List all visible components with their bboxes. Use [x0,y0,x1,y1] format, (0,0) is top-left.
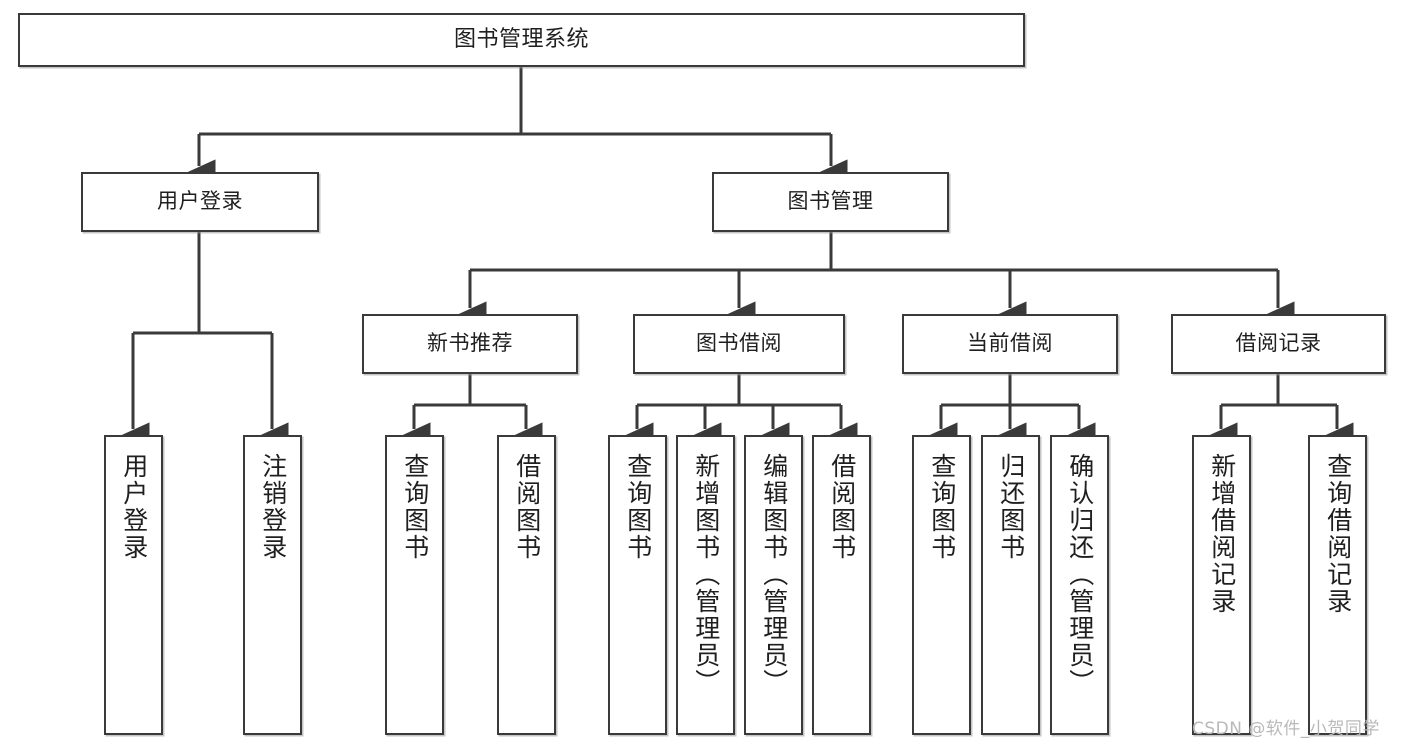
node-current-borrow-label: 当前借阅 [967,331,1053,356]
node-book-management-label: 图书管理 [787,189,874,214]
node-leaf-add-record-label: 新增借阅记录 [1207,453,1237,615]
node-leaf-add-book[interactable]: 新增图书（管理员） [676,435,735,735]
node-leaf-query-book-1[interactable]: 查询图书 [385,435,444,735]
node-user-login-label: 用户登录 [157,189,243,214]
node-book-borrow[interactable]: 图书借阅 [633,314,845,374]
node-current-borrow[interactable]: 当前借阅 [902,314,1118,374]
csdn-watermark: CSDN @软件_小贺同学 [1192,719,1380,739]
node-leaf-return-book[interactable]: 归还图书 [981,435,1040,735]
node-new-book-recommend[interactable]: 新书推荐 [362,314,578,374]
node-book-management[interactable]: 图书管理 [712,172,949,232]
node-leaf-add-book-label: 新增图书（管理员） [691,453,721,696]
node-root[interactable]: 图书管理系统 [18,13,1025,67]
node-leaf-borrow-book-2[interactable]: 借阅图书 [812,435,871,735]
node-leaf-query-book-3[interactable]: 查询图书 [912,435,971,735]
node-user-login[interactable]: 用户登录 [81,172,319,232]
node-root-label: 图书管理系统 [453,26,589,52]
node-leaf-borrow-book-1-label: 借阅图书 [512,453,542,561]
node-leaf-confirm-return-label: 确认归还（管理员） [1065,453,1095,696]
node-leaf-confirm-return[interactable]: 确认归还（管理员） [1050,435,1109,735]
node-borrow-record-label: 借阅记录 [1235,331,1322,356]
node-leaf-query-book-2-label: 查询图书 [623,453,653,561]
node-leaf-query-record[interactable]: 查询借阅记录 [1308,435,1367,735]
node-leaf-user-login[interactable]: 用户登录 [104,435,163,735]
node-leaf-edit-book[interactable]: 编辑图书（管理员） [744,435,803,735]
node-leaf-query-record-label: 查询借阅记录 [1323,453,1353,615]
node-leaf-user-login-label: 用户登录 [119,453,149,561]
node-leaf-logout-login[interactable]: 注销登录 [243,435,302,735]
node-leaf-return-book-label: 归还图书 [996,453,1026,561]
node-leaf-query-book-2[interactable]: 查询图书 [608,435,667,735]
node-leaf-borrow-book-1[interactable]: 借阅图书 [497,435,556,735]
node-leaf-logout-login-label: 注销登录 [258,453,288,561]
node-leaf-add-record[interactable]: 新增借阅记录 [1192,435,1251,735]
node-leaf-query-book-1-label: 查询图书 [400,453,430,561]
node-new-book-recommend-label: 新书推荐 [427,331,513,356]
node-leaf-edit-book-label: 编辑图书（管理员） [759,453,789,696]
node-leaf-query-book-3-label: 查询图书 [927,453,957,561]
node-borrow-record[interactable]: 借阅记录 [1171,314,1386,374]
node-book-borrow-label: 图书借阅 [696,331,782,356]
node-leaf-borrow-book-2-label: 借阅图书 [827,453,857,561]
